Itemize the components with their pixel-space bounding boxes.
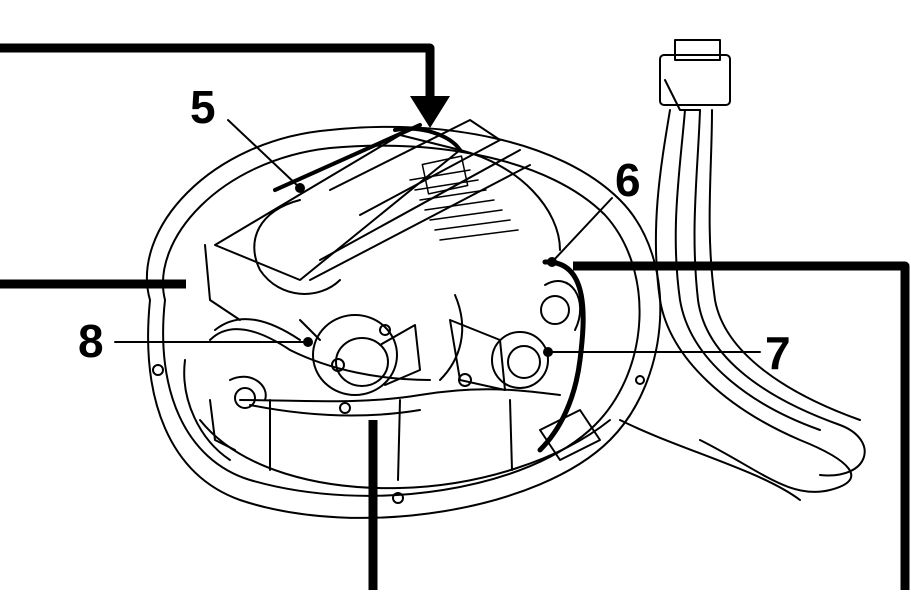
valve-block-right xyxy=(449,280,582,391)
mounting-tray xyxy=(145,125,662,519)
valve-block-left xyxy=(299,314,421,414)
leader-dots xyxy=(295,183,557,357)
air-pipes xyxy=(209,259,586,453)
arrow-frame-top xyxy=(0,43,450,128)
callout-8: 8 xyxy=(78,315,104,367)
leader-lines xyxy=(114,119,761,353)
frame-line-right xyxy=(573,261,910,590)
callout-7: 7 xyxy=(765,327,791,379)
cooling-fins xyxy=(409,155,519,241)
compressor-motor xyxy=(204,119,561,321)
callout-5: 5 xyxy=(190,81,216,133)
mounting-feet xyxy=(209,375,601,481)
callout-6: 6 xyxy=(615,154,641,206)
wiring-harness xyxy=(619,39,866,501)
